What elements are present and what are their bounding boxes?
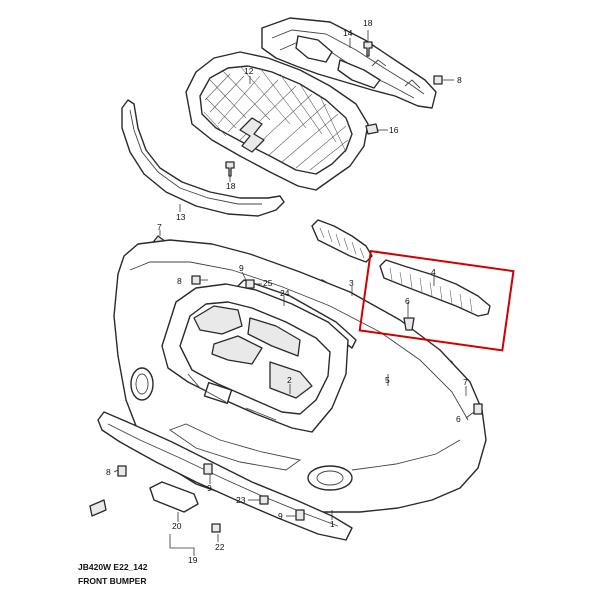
callout-20: 20 xyxy=(172,521,182,531)
callout-9-mid: 9 xyxy=(207,483,212,493)
fasteners xyxy=(89,41,483,533)
leader-lines xyxy=(113,30,475,556)
trim-strip-part-13 xyxy=(121,99,285,217)
upper-bracket-part-14 xyxy=(261,17,437,109)
callout-18-mid: 18 xyxy=(226,181,236,191)
callout-5: 5 xyxy=(385,375,390,385)
callout-16: 16 xyxy=(389,125,399,135)
callout-2: 2 xyxy=(287,375,292,385)
callout-24: 24 xyxy=(280,288,290,298)
center-grille-part-2 xyxy=(161,283,349,433)
reinforcement-part-3 xyxy=(311,219,373,263)
callout-6-upper: 6 xyxy=(405,296,410,306)
callout-14: 14 xyxy=(343,28,353,38)
grille-part-12 xyxy=(185,51,369,191)
absorber-part-4 xyxy=(379,259,491,317)
callout-4: 4 xyxy=(431,267,436,277)
callout-9-lower: 9 xyxy=(278,511,283,521)
callout-7-left: 7 xyxy=(157,222,162,232)
callout-6-lower: 6 xyxy=(456,414,461,424)
callout-12: 12 xyxy=(244,66,254,76)
callout-23: 23 xyxy=(236,495,246,505)
callout-22: 22 xyxy=(215,542,225,552)
callout-9-top: 9 xyxy=(239,263,244,273)
callout-7-right: 7 xyxy=(463,377,468,387)
callout-1: 1 xyxy=(330,519,335,529)
callout-8-left: 8 xyxy=(177,276,182,286)
diagram-code: JB420W E22_142 xyxy=(78,562,148,572)
lower-spoiler-part-19 xyxy=(97,411,353,541)
callout-13: 13 xyxy=(176,212,186,222)
diagram-title: FRONT BUMPER xyxy=(78,576,147,586)
callout-18-top: 18 xyxy=(363,18,373,28)
callout-8-top-right: 8 xyxy=(457,75,462,85)
callout-19: 19 xyxy=(188,555,198,565)
callout-8-lower-left: 8 xyxy=(106,467,111,477)
callout-3: 3 xyxy=(349,278,354,288)
callout-25: 25 xyxy=(263,278,273,288)
